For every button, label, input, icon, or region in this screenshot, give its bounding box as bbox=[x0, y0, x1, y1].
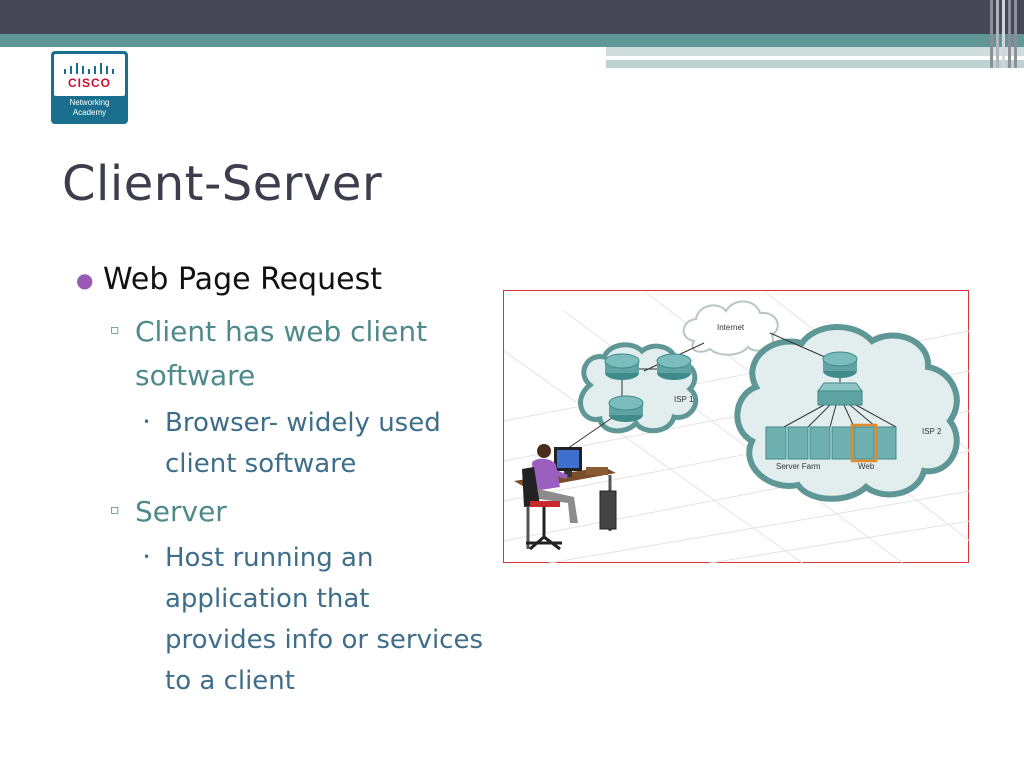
bullet-host-line4: to a client bbox=[165, 666, 295, 696]
bullet-browser-line1: Browser- widely used bbox=[165, 408, 441, 438]
bullet-server: Server bbox=[135, 495, 227, 528]
header-light-bar-lower bbox=[606, 60, 1024, 68]
logo-subtitle-line2: Academy bbox=[72, 108, 107, 117]
header-dark-bar bbox=[0, 0, 1024, 34]
cisco-networking-academy-logo: CISCO Networking Academy bbox=[51, 51, 128, 124]
header-stripes bbox=[990, 0, 1024, 68]
server-farm: Server Farm Web bbox=[765, 423, 897, 471]
internet-label: Internet bbox=[717, 323, 745, 332]
header-teal-bar bbox=[0, 34, 1024, 47]
bullet-browser-line2: client software bbox=[165, 449, 357, 479]
square-bullet-icon: ▫ bbox=[110, 502, 120, 518]
square-bullet-icon: ▫ bbox=[110, 322, 120, 338]
header-divider-line bbox=[610, 56, 948, 58]
header-light-bar bbox=[606, 47, 1024, 56]
internet-cloud: Internet bbox=[682, 300, 779, 356]
logo-white-panel: CISCO bbox=[54, 54, 125, 96]
router-icon bbox=[656, 353, 692, 380]
isp1-label: ISP 1 bbox=[674, 395, 694, 404]
slide-title: Client-Server bbox=[62, 156, 383, 212]
logo-wordmark: CISCO bbox=[67, 76, 111, 90]
client-workstation bbox=[514, 444, 617, 551]
bullet-client-line2: software bbox=[135, 359, 256, 392]
bullet-web-page-request: Web Page Request bbox=[103, 262, 382, 297]
bullet-client-line1: Client has web client bbox=[135, 315, 428, 348]
network-diagram: Internet ISP 1 ISP 2 bbox=[503, 290, 970, 564]
router-icon bbox=[608, 395, 644, 422]
logo-subtitle-line1: Networking bbox=[69, 98, 110, 107]
bullet-host-line1: Host running an bbox=[165, 543, 374, 573]
network-diagram-svg: Internet ISP 1 ISP 2 bbox=[504, 291, 970, 564]
web-label: Web bbox=[858, 462, 875, 471]
dot-bullet-icon: • bbox=[143, 550, 151, 564]
bullet-dot-icon: ● bbox=[76, 268, 94, 292]
web-server-highlight bbox=[850, 423, 878, 463]
bullet-host-line3: provides info or services bbox=[165, 625, 484, 655]
router-icon bbox=[822, 351, 858, 378]
isp2-label: ISP 2 bbox=[922, 427, 942, 436]
router-icon bbox=[604, 353, 640, 380]
server-farm-label: Server Farm bbox=[776, 462, 821, 471]
dot-bullet-icon: • bbox=[143, 415, 151, 429]
bullet-host-line2: application that bbox=[165, 584, 370, 614]
switch-icon bbox=[817, 382, 863, 406]
cisco-bars-icon bbox=[64, 63, 114, 74]
logo-subtitle: Networking Academy bbox=[51, 98, 128, 118]
